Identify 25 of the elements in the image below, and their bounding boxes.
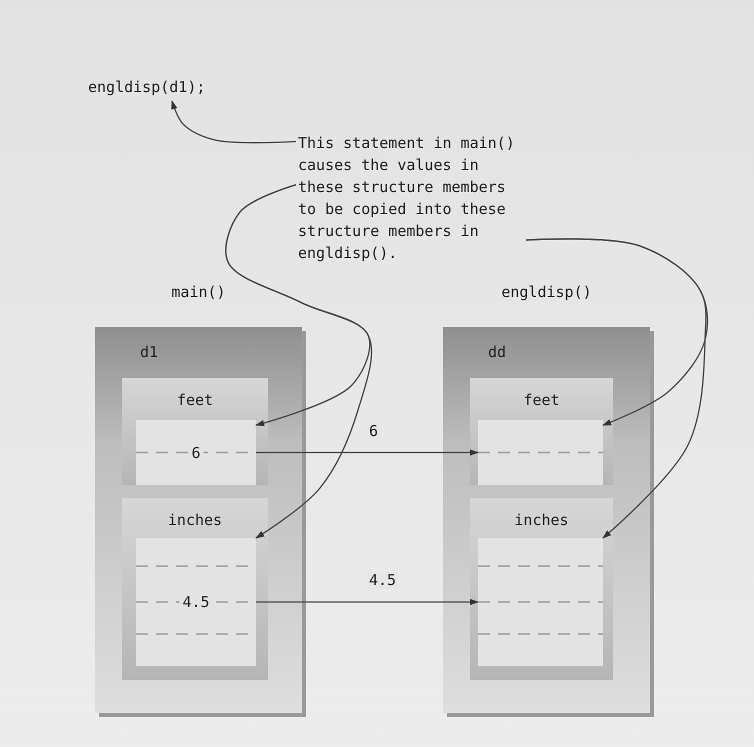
- edge-label: 6: [367, 422, 380, 440]
- callout-text: This statement in main() causes the values in these structure members to be copied into these structure members in engldisp().: [298, 133, 515, 264]
- variable-name-label: dd: [488, 343, 506, 361]
- copy-arrow: [256, 449, 479, 456]
- value-cell: [136, 420, 256, 485]
- member-name-label: feet: [176, 391, 214, 409]
- variable-name-label: d1: [140, 343, 158, 361]
- copy-arrow: [256, 598, 479, 606]
- member-box: [470, 378, 613, 485]
- leader-arrow: [171, 100, 296, 144]
- value-cell: [478, 538, 603, 666]
- function-name-label: main(): [171, 283, 226, 301]
- leader-arrow: [225, 184, 372, 539]
- member-box: [122, 498, 268, 680]
- member-box: [122, 378, 268, 485]
- edge-label: 4.5: [367, 572, 398, 589]
- code-text: engldisp(d1);: [88, 78, 206, 96]
- member-name-label: inches: [514, 511, 569, 529]
- member-name-label: feet: [523, 391, 560, 409]
- value-cell: [136, 538, 256, 666]
- member-name-label: inches: [168, 511, 222, 529]
- member-box: [470, 498, 613, 680]
- value-cell: [478, 420, 603, 485]
- function-name-label: engldisp(): [501, 283, 592, 301]
- leader-arrow: [526, 238, 707, 539]
